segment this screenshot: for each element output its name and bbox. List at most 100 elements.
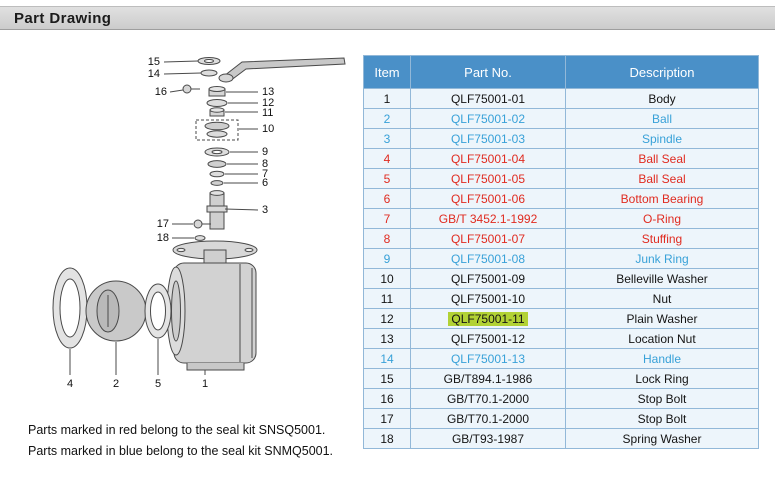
header-description: Description	[565, 55, 759, 89]
plain-washer-part	[206, 99, 228, 107]
cell-part-no: QLF75001-09	[410, 268, 566, 289]
cell-description: Lock Ring	[565, 368, 759, 389]
table-row: 10 QLF75001-09 Belleville Washer	[363, 268, 759, 289]
callout-5: 5	[155, 378, 161, 390]
cell-description: Stop Bolt	[565, 388, 759, 409]
cell-description: Nut	[565, 288, 759, 309]
part-no-text: QLF75001-06	[450, 191, 526, 206]
callout-18: 18	[157, 232, 169, 244]
cell-item: 13	[363, 328, 411, 349]
table-row: 2 QLF75001-02 Ball	[363, 108, 759, 129]
cell-description: Stuffing	[565, 228, 759, 249]
cell-description: Spring Washer	[565, 428, 759, 449]
part-no-text: QLF75001-10	[450, 291, 526, 306]
callout-17: 17	[157, 218, 169, 230]
header-part-no: Part No.	[410, 55, 566, 89]
cell-description: Ball Seal	[565, 148, 759, 169]
bottom-bearing-part	[210, 180, 224, 186]
leader-lines	[69, 60, 259, 375]
o-ring-part	[209, 170, 225, 178]
table-row: 16 GB/T70.1-2000 Stop Bolt	[363, 388, 759, 409]
part-no-text: QLF75001-09	[450, 271, 526, 286]
stuffing-part	[207, 160, 227, 168]
cell-description: Bottom Bearing	[565, 188, 759, 209]
cell-part-no: QLF75001-02	[410, 108, 566, 129]
table-row: 3 QLF75001-03 Spindle	[363, 128, 759, 149]
callout-11: 11	[262, 107, 273, 119]
header-item: Item	[363, 55, 411, 89]
cell-description: Ball Seal	[565, 168, 759, 189]
valve-body-part	[173, 262, 257, 364]
spring-washer-part	[194, 235, 206, 241]
cell-part-no: QLF75001-03	[410, 128, 566, 149]
part-no-text: QLF75001-08	[450, 251, 526, 266]
table-row: 11 QLF75001-10 Nut	[363, 288, 759, 309]
cell-part-no: QLF75001-10	[410, 288, 566, 309]
table-header-row: Item Part No. Description	[363, 55, 759, 89]
parts-table-body: 1 QLF75001-01 Body 2 QLF75001-02 Ball 3 …	[363, 88, 759, 449]
cell-item: 10	[363, 268, 411, 289]
stop-bolt-part	[182, 84, 192, 94]
note-red-seal-kit: Parts marked in red belong to the seal k…	[28, 423, 326, 437]
cell-part-no: QLF75001-04	[410, 148, 566, 169]
exploded-view-area: 15 14 16 13 12 11 10 9 8 7 6 3 17 18 4 2…	[12, 48, 357, 408]
part-no-text: QLF75001-07	[450, 231, 526, 246]
table-row: 18 GB/T93-1987 Spring Washer	[363, 428, 759, 449]
cell-part-no: QLF75001-01	[410, 88, 566, 109]
handle-part	[223, 57, 346, 82]
table-row: 15 GB/T894.1-1986 Lock Ring	[363, 368, 759, 389]
part-no-text: GB/T894.1-1986	[443, 371, 533, 386]
table-row: 6 QLF75001-06 Bottom Bearing	[363, 188, 759, 209]
part-no-text: QLF75001-01	[450, 91, 526, 106]
note-blue-seal-kit: Parts marked in blue belong to the seal …	[28, 444, 334, 458]
cell-item: 6	[363, 188, 411, 209]
part-no-text: QLF75001-13	[450, 351, 526, 366]
part-no-text: QLF75001-04	[450, 151, 526, 166]
cell-item: 14	[363, 348, 411, 369]
cell-item: 9	[363, 248, 411, 269]
part-no-text: GB/T93-1987	[451, 431, 525, 446]
cell-item: 12	[363, 308, 411, 329]
cell-description: Stop Bolt	[565, 408, 759, 429]
cell-item: 7	[363, 208, 411, 229]
junk-ring-group	[195, 119, 239, 141]
table-row: 17 GB/T70.1-2000 Stop Bolt	[363, 408, 759, 429]
callout-10: 10	[262, 123, 274, 135]
handle-hub	[218, 73, 234, 83]
washer-part	[200, 69, 218, 77]
table-row: 4 QLF75001-04 Ball Seal	[363, 148, 759, 169]
stop-bolt2-part	[193, 219, 203, 229]
part-no-text: QLF75001-11	[448, 311, 528, 326]
callout-12: 12	[262, 97, 274, 109]
callout-7: 7	[262, 168, 268, 180]
callout-15: 15	[148, 56, 160, 68]
cell-part-no: QLF75001-07	[410, 228, 566, 249]
cell-item: 5	[363, 168, 411, 189]
cell-part-no: QLF75001-12	[410, 328, 566, 349]
cell-description: O-Ring	[565, 208, 759, 229]
cell-item: 11	[363, 288, 411, 309]
title-bar: Part Drawing	[0, 6, 775, 30]
part-no-text: QLF75001-12	[450, 331, 526, 346]
cell-part-no: QLF75001-05	[410, 168, 566, 189]
callout-8: 8	[262, 158, 268, 170]
cell-part-no: QLF75001-06	[410, 188, 566, 209]
callout-6: 6	[262, 177, 268, 189]
seal-kit-notes: Parts marked in red belong to the seal k…	[28, 420, 333, 462]
part-no-text: GB/T70.1-2000	[446, 391, 530, 406]
table-row: 7 GB/T 3452.1-1992 O-Ring	[363, 208, 759, 229]
cell-part-no: QLF75001-11	[410, 308, 566, 329]
table-row: 8 QLF75001-07 Stuffing	[363, 228, 759, 249]
cell-item: 3	[363, 128, 411, 149]
cell-part-no: QLF75001-13	[410, 348, 566, 369]
parts-table: Item Part No. Description 1 QLF75001-01 …	[363, 55, 759, 449]
cell-description: Ball	[565, 108, 759, 129]
cell-item: 18	[363, 428, 411, 449]
cell-description: Location Nut	[565, 328, 759, 349]
table-row: 13 QLF75001-12 Location Nut	[363, 328, 759, 349]
cell-description: Handle	[565, 348, 759, 369]
cell-item: 4	[363, 148, 411, 169]
callout-9: 9	[262, 146, 268, 158]
cell-description: Body	[565, 88, 759, 109]
table-row: 12 QLF75001-11 Plain Washer	[363, 308, 759, 329]
